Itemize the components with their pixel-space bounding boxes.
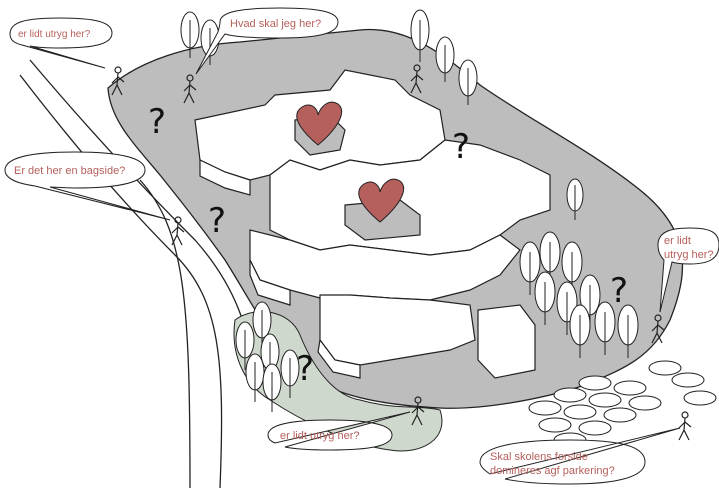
- speech-bubble-top-center: Hvad skal jeg her?: [195, 7, 339, 75]
- speech-bubble-text: Er det her en bagside?: [14, 165, 125, 177]
- parking-lot: [528, 360, 717, 448]
- speech-bubble-text: utryg her?: [664, 249, 714, 261]
- speech-bubble-text: domineres agf parkering?: [490, 465, 615, 477]
- person-icon: [183, 74, 197, 104]
- speech-bubble-top-left: er lidt utryg her?: [9, 17, 113, 69]
- speech-bubble-bottom-right: Skal skolens forside domineres agf parke…: [479, 427, 681, 485]
- speech-bubble-text: Skal skolens forside: [490, 451, 588, 463]
- speech-bubble-text: er lidt utryg her?: [18, 29, 91, 40]
- person-icon: [111, 66, 125, 96]
- speech-bubble-bottom-center: er lidt utryg her?: [267, 411, 411, 451]
- trees: [180, 9, 639, 412]
- person-icon: [678, 411, 692, 441]
- person-icon: [410, 64, 424, 94]
- heart-icon: [296, 101, 343, 146]
- person-icon: [651, 314, 665, 344]
- question-mark: ?: [208, 201, 226, 241]
- speech-bubble-text: Hvad skal jeg her?: [230, 18, 321, 30]
- question-mark: ?: [296, 349, 314, 389]
- speech-bubble-text: er lidt utryg her?: [280, 430, 359, 442]
- speech-bubble-text: er lidt: [664, 235, 691, 247]
- question-mark: ?: [148, 102, 166, 142]
- person-icon: [171, 216, 185, 246]
- person-icon: [411, 396, 425, 426]
- speech-bubble-left: Er det her en bagside?: [4, 151, 171, 221]
- speech-bubble-right: er lidt utryg her?: [657, 227, 719, 313]
- question-mark: ?: [452, 127, 470, 167]
- people: [111, 64, 692, 441]
- question-mark: ?: [610, 271, 628, 311]
- heart-icon: [358, 178, 405, 223]
